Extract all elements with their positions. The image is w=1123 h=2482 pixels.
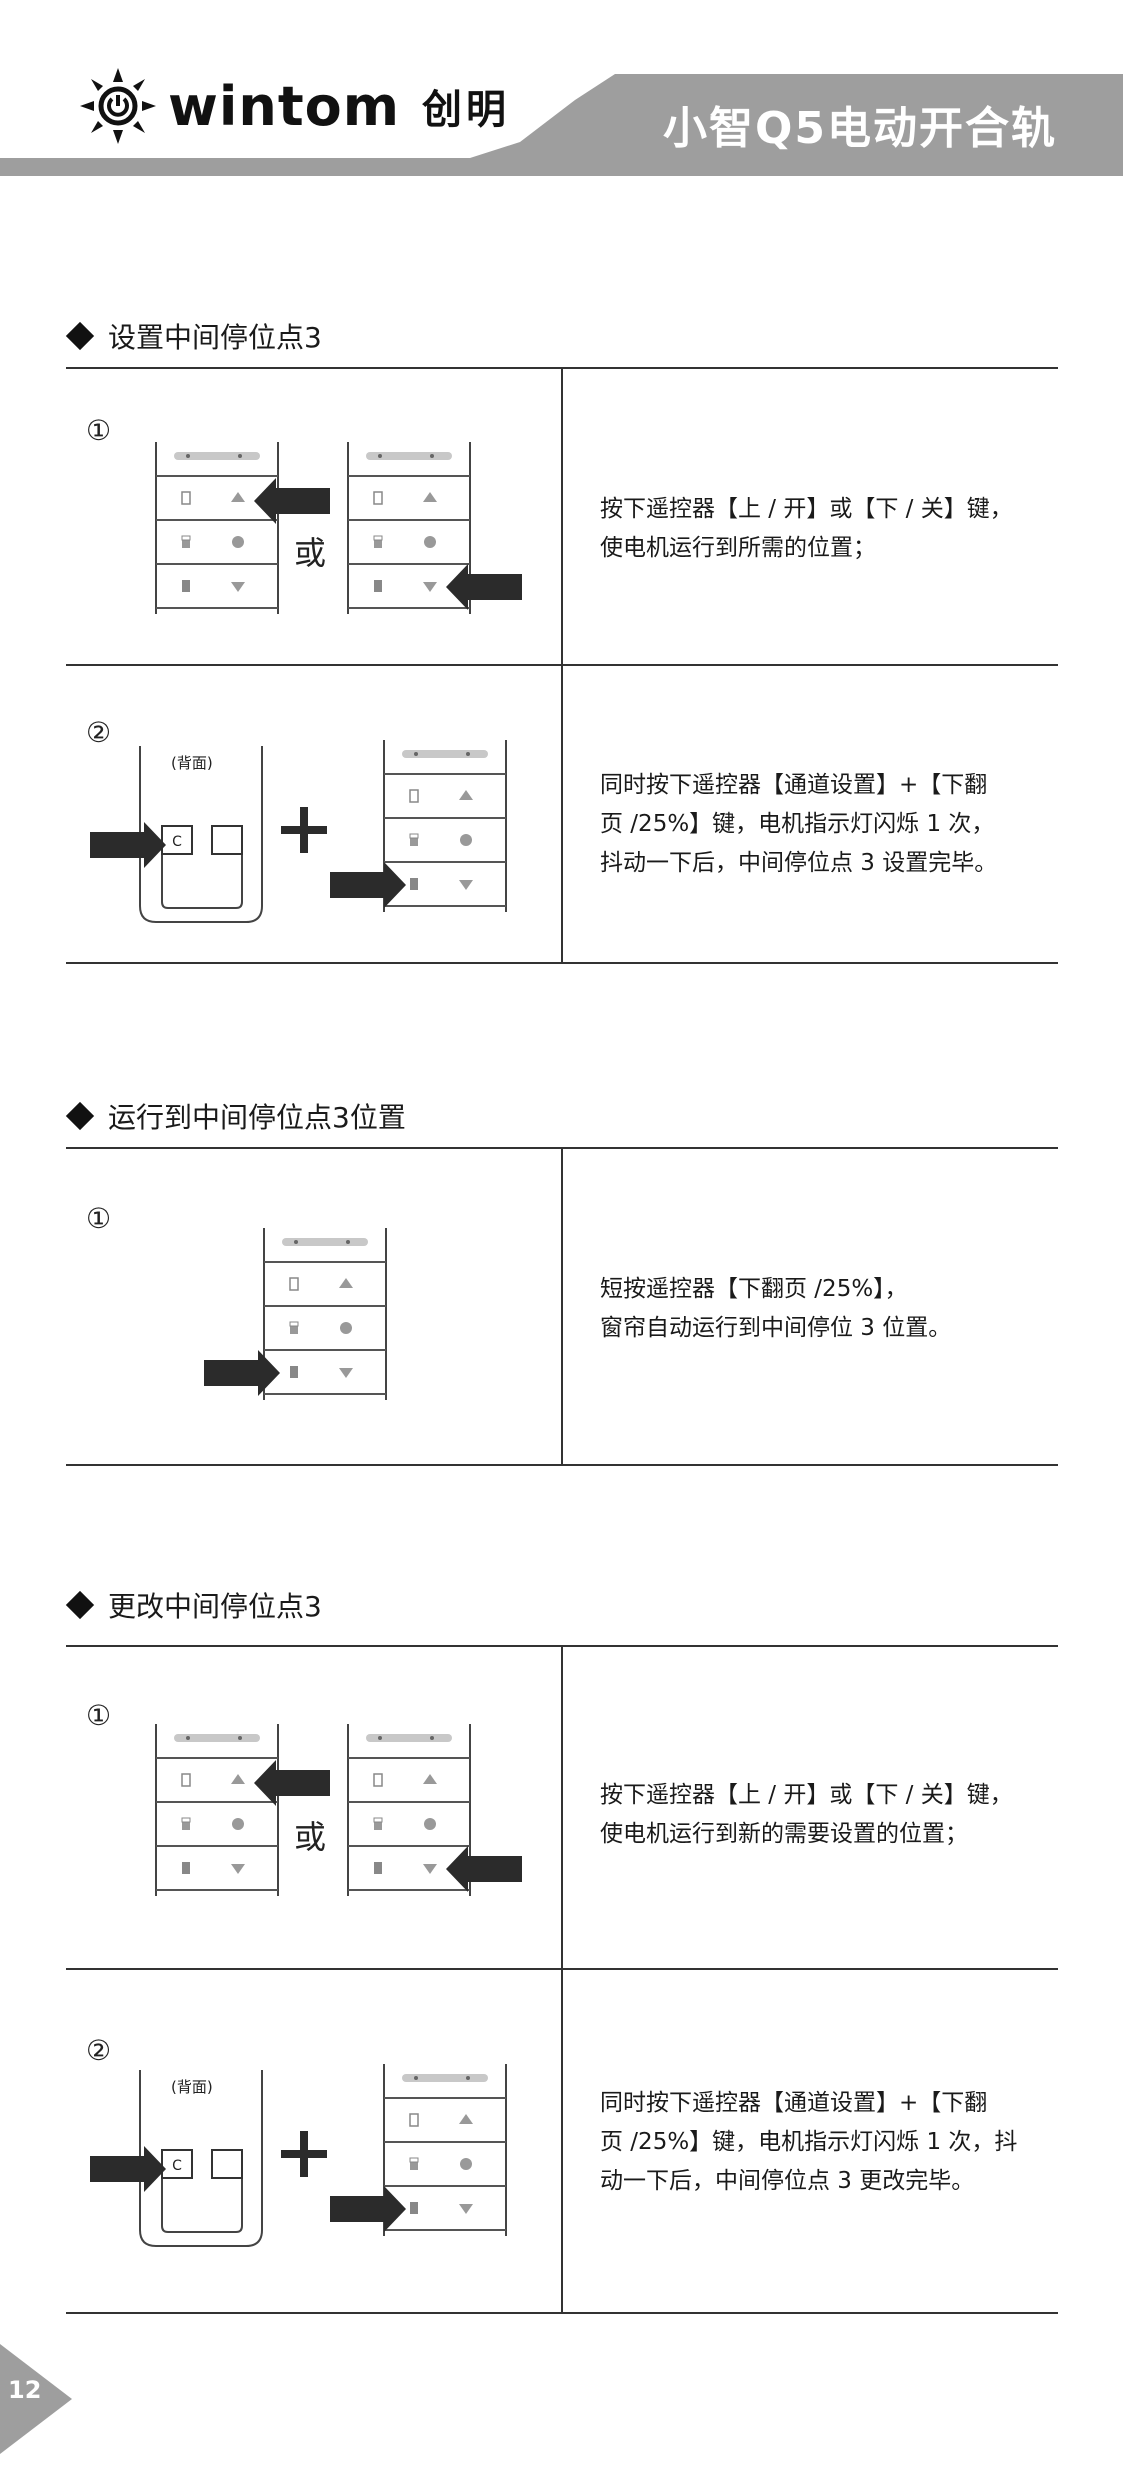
description-line: 动一下后，中间停位点 3 更改完毕。 bbox=[600, 2168, 975, 2194]
section-heading-text: 设置中间停位点3 bbox=[108, 321, 322, 354]
back-side-label: (背面) bbox=[171, 754, 213, 772]
section-heading-change-stop3: 更改中间停位点3 bbox=[65, 1585, 322, 1625]
arrow-left-icon bbox=[446, 564, 522, 610]
remote-down25-figure bbox=[204, 1227, 387, 1401]
remote-back-icon bbox=[139, 2069, 263, 2247]
step-number: ① bbox=[86, 414, 112, 447]
product-title: 小智Q5电动开合轨 bbox=[662, 103, 1058, 154]
remote-front-icon bbox=[155, 1723, 279, 1897]
description-line: 页 /25%】键，电机指示灯闪烁 1 次，抖 bbox=[600, 2129, 1018, 2155]
sun-logo-icon bbox=[80, 68, 156, 144]
arrow-right-icon bbox=[204, 1350, 280, 1396]
step-description: 同时按下遥控器【通道设置】+【下翻 页 /25%】键，电机指示灯闪烁 1 次，抖… bbox=[600, 2084, 1050, 2201]
remote-front-icon bbox=[263, 1227, 387, 1401]
plus-icon bbox=[281, 2131, 327, 2177]
table-divider bbox=[561, 1646, 563, 2312]
header-bar bbox=[0, 74, 1123, 176]
arrow-left-icon bbox=[254, 478, 330, 524]
step-description: 按下遥控器【上 / 开】或【下 / 关】键， 使电机运行到所需的位置； bbox=[600, 490, 1050, 568]
arrow-left-icon bbox=[254, 1760, 330, 1806]
description-line: 使电机运行到所需的位置； bbox=[600, 535, 876, 561]
step-description: 按下遥控器【上 / 开】或【下 / 关】键， 使电机运行到新的需要设置的位置； bbox=[600, 1776, 1050, 1854]
table-rule bbox=[66, 664, 1058, 666]
remote-channel-plus-down-figure bbox=[90, 2063, 507, 2247]
page-number: 12 bbox=[8, 2376, 42, 2404]
remote-channel-plus-down-figure bbox=[90, 739, 507, 923]
back-side-label: (背面) bbox=[171, 2078, 213, 2096]
description-line: 按下遥控器【上 / 开】或【下 / 关】键， bbox=[600, 496, 1013, 522]
step-description: 短按遥控器【下翻页 /25%】， 窗帘自动运行到中间停位 3 位置。 bbox=[600, 1270, 1050, 1348]
brand-logo: wintom 创明 bbox=[78, 66, 510, 146]
arrow-right-icon bbox=[330, 862, 406, 908]
description-line: 短按遥控器【下翻页 /25%】， bbox=[600, 1276, 908, 1302]
section-heading-text: 更改中间停位点3 bbox=[108, 1590, 322, 1623]
description-line: 窗帘自动运行到中间停位 3 位置。 bbox=[600, 1315, 952, 1341]
section-heading-text: 运行到中间停位点3位置 bbox=[108, 1101, 406, 1134]
diamond-bullet-icon bbox=[65, 1590, 95, 1620]
description-line: 同时按下遥控器【通道设置】+【下翻 bbox=[600, 772, 988, 798]
table-rule bbox=[66, 1968, 1058, 1970]
remote-up-or-down-figure bbox=[155, 441, 522, 615]
brand-wordmark: wintom bbox=[168, 74, 401, 138]
arrow-right-icon bbox=[90, 2146, 166, 2192]
arrow-right-icon bbox=[330, 2186, 406, 2232]
step-description: 同时按下遥控器【通道设置】+【下翻 页 /25%】键，电机指示灯闪烁 1 次， … bbox=[600, 766, 1050, 883]
section-heading-run-to-stop3: 运行到中间停位点3位置 bbox=[65, 1096, 406, 1136]
table-divider bbox=[561, 1148, 563, 1464]
table-rule bbox=[66, 2312, 1058, 2314]
step-number: ② bbox=[86, 716, 112, 749]
remote-up-or-down-figure bbox=[155, 1723, 522, 1897]
or-label: 或 bbox=[294, 1818, 327, 1856]
remote-front-icon bbox=[155, 441, 279, 615]
diamond-bullet-icon bbox=[65, 1101, 95, 1131]
table-rule bbox=[66, 962, 1058, 964]
page-header: wintom 创明 小智Q5电动开合轨 bbox=[0, 0, 1123, 180]
page-number-tab bbox=[0, 2344, 72, 2454]
step-number: ② bbox=[86, 2034, 112, 2067]
description-line: 页 /25%】键，电机指示灯闪烁 1 次， bbox=[600, 811, 995, 837]
remote-back-icon bbox=[139, 745, 263, 923]
description-line: 抖动一下后，中间停位点 3 设置完毕。 bbox=[600, 850, 998, 876]
brand-chinese-name: 创明 bbox=[422, 87, 511, 133]
diamond-bullet-icon bbox=[65, 321, 95, 351]
description-line: 同时按下遥控器【通道设置】+【下翻 bbox=[600, 2090, 988, 2116]
plus-icon bbox=[281, 807, 327, 853]
arrow-right-icon bbox=[90, 822, 166, 868]
arrow-left-icon bbox=[446, 1846, 522, 1892]
step-number: ① bbox=[86, 1699, 112, 1732]
description-line: 使电机运行到新的需要设置的位置； bbox=[600, 1821, 968, 1847]
section-heading-set-stop3: 设置中间停位点3 bbox=[65, 316, 322, 356]
or-label: 或 bbox=[294, 534, 327, 572]
table-rule bbox=[66, 1464, 1058, 1466]
description-line: 按下遥控器【上 / 开】或【下 / 关】键， bbox=[600, 1782, 1013, 1808]
step-number: ① bbox=[86, 1202, 112, 1235]
